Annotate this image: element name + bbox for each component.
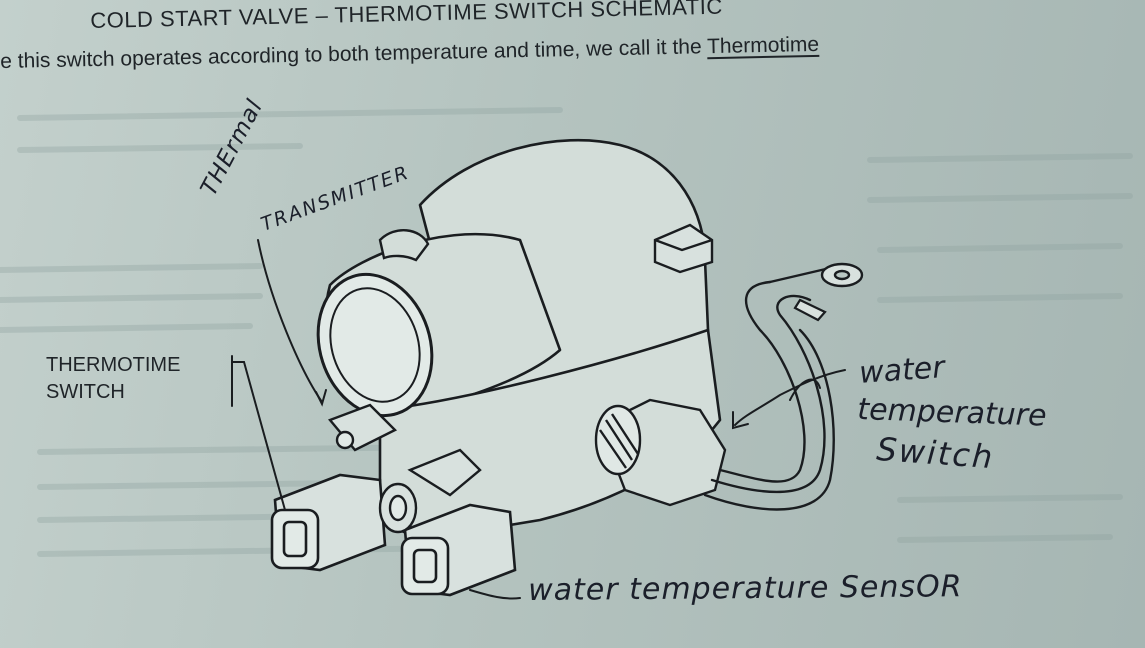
tube-opening (316, 272, 434, 418)
water-temperature-sensor-connector (400, 503, 517, 597)
bleed-through-lines (0, 107, 1133, 557)
water-temperature-switch-body (594, 398, 727, 507)
water-temperature-sensor-label: water temperature SensOR (528, 569, 963, 608)
spade-connector (793, 298, 827, 322)
thermotime-switch-label-line2: SWITCH (46, 381, 125, 403)
water-temperature-switch-label-line2: temperature (856, 392, 1048, 434)
thermotime-switch-connector (270, 473, 387, 572)
thermotime-switch-label-line1: THERMOTIME (46, 354, 181, 376)
body-text-underlined: Thermotime (706, 32, 820, 59)
ring-terminal (820, 262, 864, 288)
wire-harness (703, 266, 835, 511)
water-temperature-switch-label-line1: water (858, 350, 946, 391)
hose-fittings (327, 403, 482, 534)
leader-lines (231, 239, 846, 600)
thermotime-switch-label: THERMOTIME SWITCH (46, 352, 180, 406)
hex-nut (653, 223, 714, 274)
water-temperature-switch-label-line3: Switch (875, 430, 996, 477)
